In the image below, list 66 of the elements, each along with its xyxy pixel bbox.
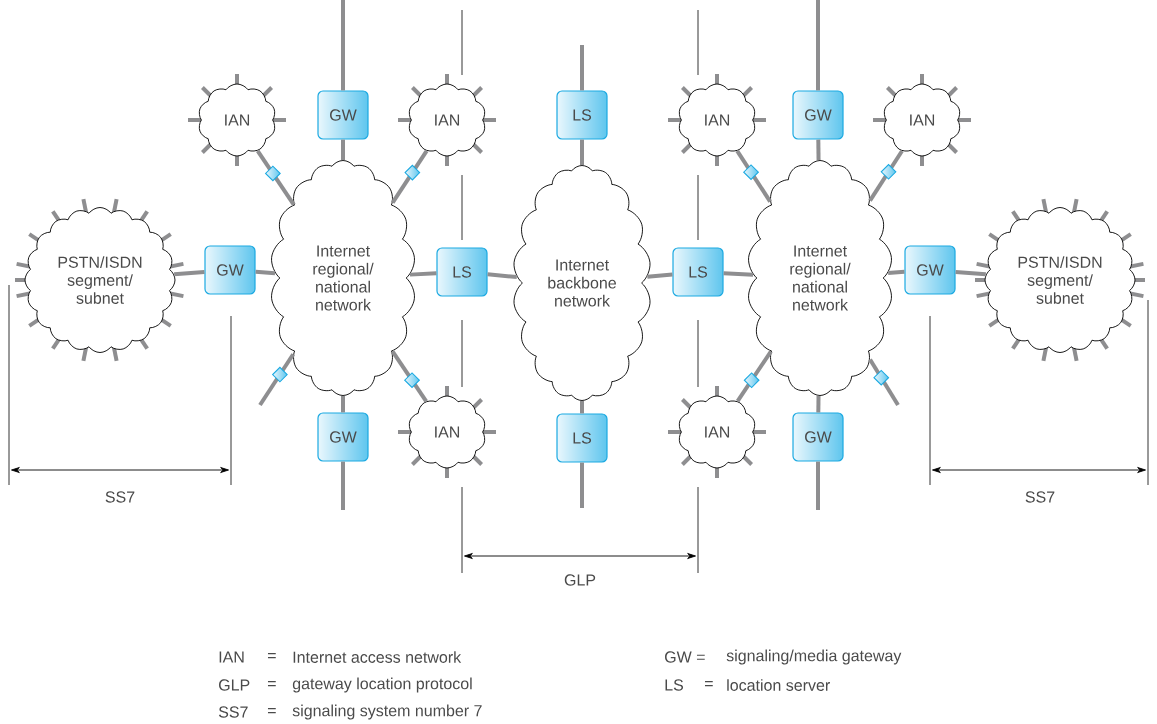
legend-text: = xyxy=(268,681,276,687)
network-cloud: Internet regional/ national network xyxy=(748,160,892,396)
server-box: LS xyxy=(436,247,488,297)
connector-line xyxy=(580,462,584,508)
network-cloud: Internet backbone network xyxy=(513,165,651,401)
server-box: GW xyxy=(904,245,956,295)
connector-line xyxy=(816,139,821,161)
network-cloud: IAN xyxy=(398,74,496,166)
connector-line xyxy=(580,139,584,166)
legend-text: SS7 xyxy=(218,706,248,718)
connector-line xyxy=(816,395,821,413)
server-box: GW xyxy=(792,412,844,462)
connector-line xyxy=(390,350,428,403)
legend-text: IAN xyxy=(219,651,244,663)
connector-line xyxy=(735,350,773,403)
connector-line xyxy=(487,272,517,280)
connector-line xyxy=(955,270,986,277)
connector-line xyxy=(647,272,673,279)
server-box: GW xyxy=(317,90,369,140)
legend-text: = xyxy=(268,708,276,714)
legend-text: LS xyxy=(665,679,684,691)
legend-text: location server xyxy=(727,679,830,691)
server-box: LS xyxy=(672,247,724,297)
connector-line xyxy=(735,149,772,203)
connector-line xyxy=(174,270,205,277)
connector-line xyxy=(341,139,345,161)
network-cloud: IAN xyxy=(398,386,496,478)
connector-line xyxy=(580,400,584,414)
legend-text: = xyxy=(268,653,276,659)
network-cloud: IAN xyxy=(668,74,766,166)
network-cloud: IAN xyxy=(668,386,766,478)
network-cloud: IAN xyxy=(188,74,286,166)
network-cloud: PSTN/ISDN segment/ subnet xyxy=(15,198,184,362)
connector-line xyxy=(341,395,345,413)
connector-line xyxy=(868,358,900,407)
network-cloud: PSTN/ISDN segment/ subnet xyxy=(975,198,1145,362)
legend-text: = xyxy=(705,681,713,687)
dimension-label: GLP xyxy=(564,574,596,586)
connector-line xyxy=(580,45,584,91)
connector-line xyxy=(409,271,437,277)
connector-line xyxy=(888,269,905,276)
connector-line xyxy=(868,149,904,202)
connector-line xyxy=(256,149,296,206)
dimension-label: SS7 xyxy=(1025,491,1055,503)
server-box: LS xyxy=(556,90,608,140)
legend-text: Internet access network xyxy=(293,651,462,663)
legend-text: signaling system number 7 xyxy=(292,704,482,720)
connector-line xyxy=(816,0,820,91)
network-cloud: Internet regional/ national network xyxy=(271,160,415,396)
server-box: GW xyxy=(792,90,844,140)
legend-text: GW = xyxy=(665,651,705,663)
connector-line xyxy=(816,461,820,510)
server-box: GW xyxy=(204,245,256,295)
legend-text: GLP xyxy=(219,679,250,691)
connector-line xyxy=(341,0,345,91)
server-box: GW xyxy=(317,412,369,462)
connector-line xyxy=(341,461,345,510)
connector-line xyxy=(390,149,429,204)
connector-line xyxy=(258,353,295,407)
network-cloud: IAN xyxy=(873,74,971,166)
connector-line xyxy=(723,271,754,277)
dimension-label: SS7 xyxy=(105,491,135,503)
connector-line xyxy=(255,269,276,276)
legend-text: signaling/media gateway xyxy=(726,649,902,665)
server-box: LS xyxy=(556,413,608,463)
legend-text: gateway location protocol xyxy=(292,677,472,693)
